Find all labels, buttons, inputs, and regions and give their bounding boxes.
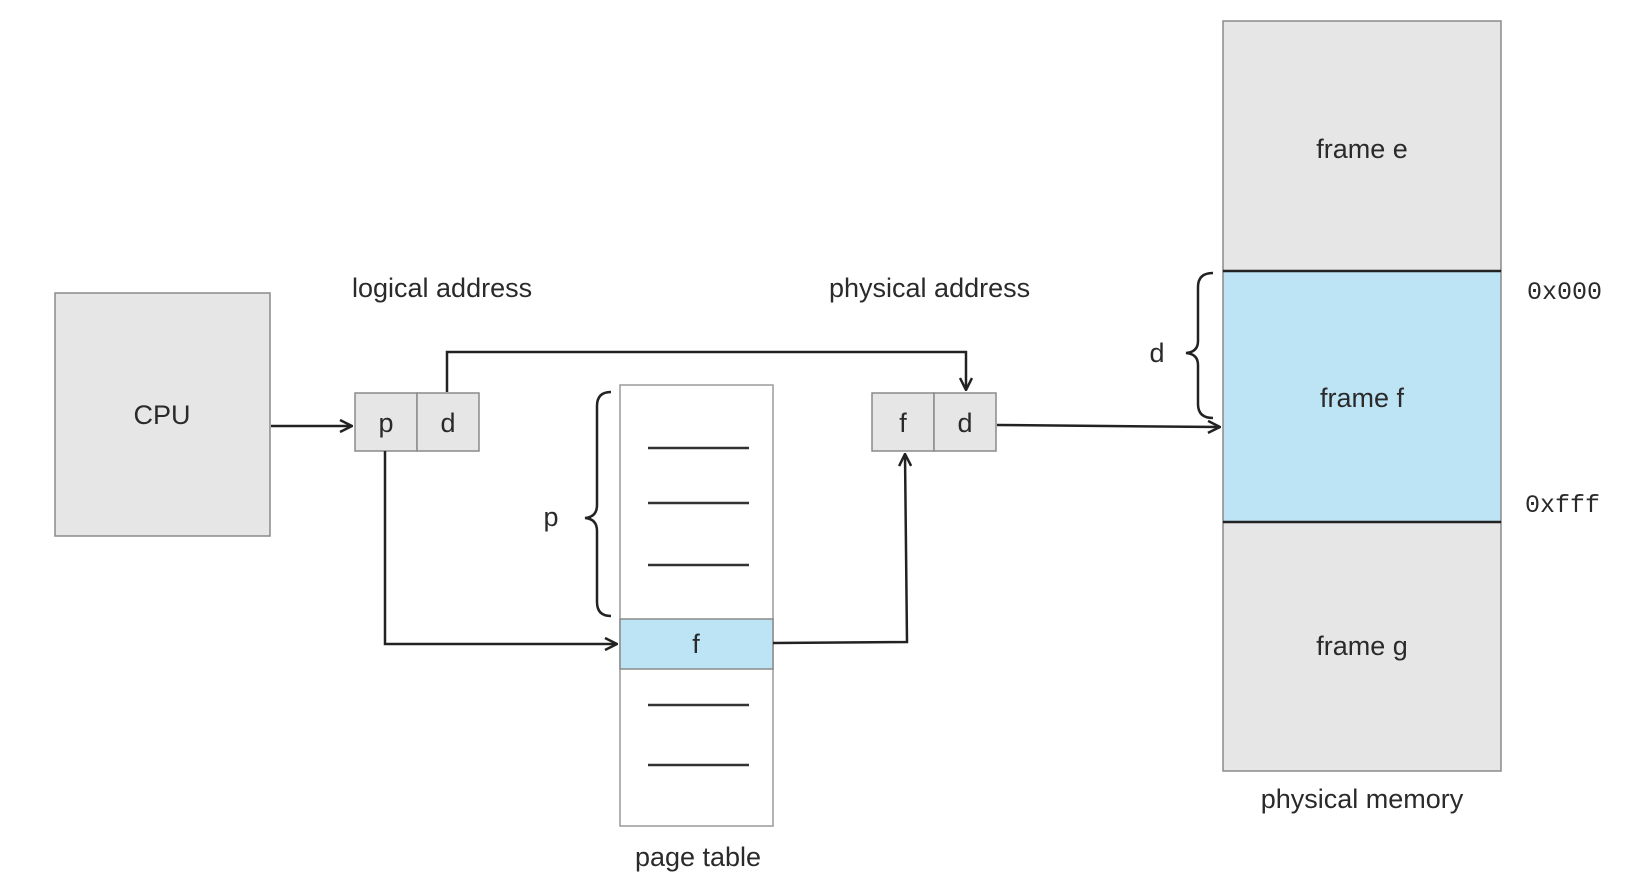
page-index-brace [584, 390, 612, 618]
cpu-box: CPU [54, 292, 271, 537]
physical-offset-cell [933, 392, 997, 452]
physical-frame-cell [871, 392, 935, 452]
frame-offset-brace [1185, 271, 1214, 420]
frame-g [1222, 521, 1502, 772]
logical-address-label: logical address [352, 273, 532, 303]
frame-f [1222, 270, 1502, 523]
page-table-entry-label: f [692, 629, 700, 659]
logical-address: p d [354, 392, 480, 452]
physical-frame-label: f [899, 408, 907, 438]
frame-g-label: frame g [1316, 631, 1408, 661]
frame-e-label: frame e [1316, 134, 1408, 164]
physical-to-memory-arrow [996, 425, 1219, 427]
page-to-table-arrow [383, 451, 616, 644]
page-table-selected-entry [619, 618, 774, 670]
frame-offset-label: d [1149, 338, 1164, 368]
physical-address: f d [871, 392, 997, 452]
page-table-label: page table [635, 842, 761, 872]
logical-page-cell [354, 392, 418, 452]
page-index-label: p [543, 502, 558, 532]
start-address-label: 0x000 [1527, 278, 1602, 307]
frame-e [1222, 20, 1502, 272]
cpu-label: CPU [133, 400, 190, 430]
offset-to-physical-arrow [445, 350, 966, 392]
physical-memory: frame e frame f frame g [1222, 20, 1502, 772]
end-address-label: 0xfff [1525, 491, 1600, 520]
physical-offset-label: d [957, 408, 972, 438]
logical-page-label: p [378, 408, 393, 438]
physical-address-label: physical address [829, 273, 1030, 303]
physical-memory-label: physical memory [1261, 784, 1464, 814]
table-to-frame-arrow [772, 455, 907, 645]
logical-offset-cell [416, 392, 480, 452]
page-table: f [619, 384, 774, 827]
frame-f-label: frame f [1320, 383, 1405, 413]
logical-offset-label: d [440, 408, 455, 438]
